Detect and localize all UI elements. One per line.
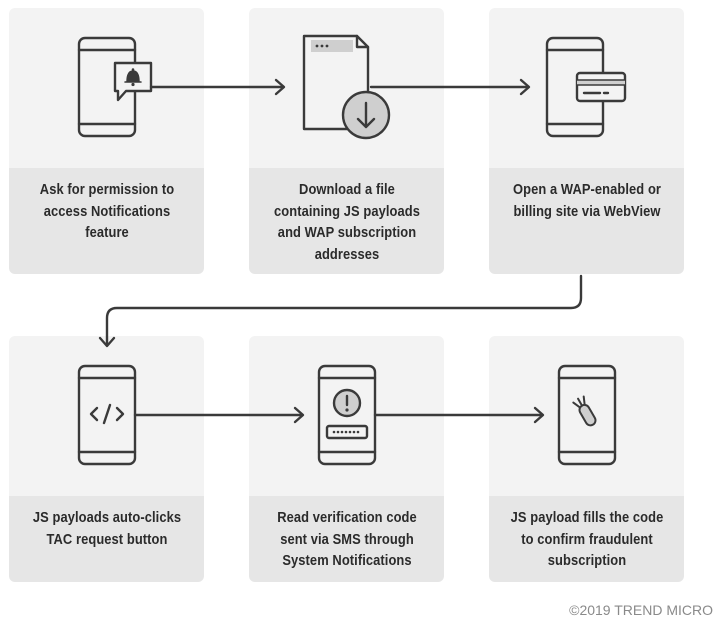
- file-download-icon: [302, 34, 391, 140]
- step-card-4-caption-area: JS payloads auto-clicks TAC request butt…: [9, 496, 204, 582]
- copyright-text: ©2019 TREND MICRO: [569, 602, 713, 618]
- connector-arrow-4-5: [133, 406, 305, 424]
- step-3-caption: Open a WAP-enabled or billing site via W…: [512, 181, 661, 220]
- phone-browser-card-icon: [545, 36, 627, 138]
- step-card-4: JS payloads auto-clicks TAC request butt…: [9, 336, 204, 582]
- step-2-caption: Download a file containing JS payloads a…: [273, 181, 420, 263]
- step-card-2-caption-area: Download a file containing JS payloads a…: [249, 168, 444, 274]
- phone-alert-sms-icon: [317, 364, 377, 466]
- step-card-6-caption-area: JS payload fills the code to confirm fra…: [489, 496, 684, 582]
- phone-missile-icon: [557, 364, 617, 466]
- step-6-caption: JS payload fills the code to confirm fra…: [510, 509, 663, 569]
- phone-code-icon: [77, 364, 137, 466]
- connector-arrow-2-3: [369, 78, 531, 96]
- step-5-caption: Read verification code sent via SMS thro…: [276, 509, 417, 569]
- phone-notification-bell-icon: [77, 36, 153, 138]
- step-card-5-caption-area: Read verification code sent via SMS thro…: [249, 496, 444, 582]
- step-1-caption: Ask for permission to access Notificatio…: [39, 181, 174, 241]
- step-4-caption: JS payloads auto-clicks TAC request butt…: [32, 509, 181, 548]
- step-card-1-caption-area: Ask for permission to access Notificatio…: [9, 168, 204, 274]
- connector-arrow-3-4: [98, 274, 583, 348]
- connector-arrow-5-6: [373, 406, 545, 424]
- connector-arrow-1-2: [149, 78, 286, 96]
- step-card-3-caption-area: Open a WAP-enabled or billing site via W…: [489, 168, 684, 274]
